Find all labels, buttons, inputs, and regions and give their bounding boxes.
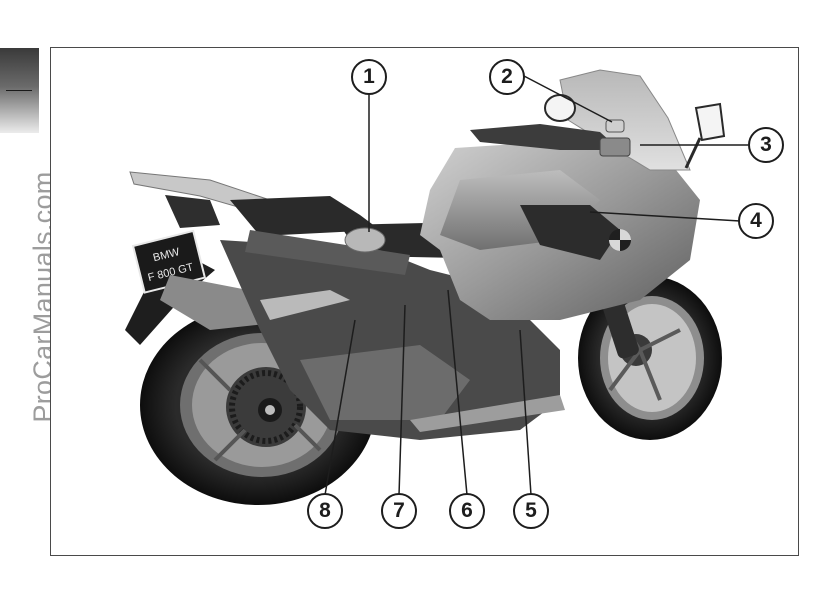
brake-fluid-reservoir <box>606 120 624 132</box>
callout-7: 7 <box>381 493 417 529</box>
callout-2: 2 <box>489 59 525 95</box>
left-mirror <box>545 95 575 121</box>
callout-4: 4 <box>738 203 774 239</box>
callout-5: 5 <box>513 493 549 529</box>
callout-6: 6 <box>449 493 485 529</box>
callout-1: 1 <box>351 59 387 95</box>
tail-light <box>165 195 220 228</box>
fuel-filler-cap <box>345 228 385 252</box>
callout-3: 3 <box>748 127 784 163</box>
instrument-cluster <box>600 138 630 156</box>
callout-8: 8 <box>307 493 343 529</box>
right-mirror <box>696 104 724 140</box>
